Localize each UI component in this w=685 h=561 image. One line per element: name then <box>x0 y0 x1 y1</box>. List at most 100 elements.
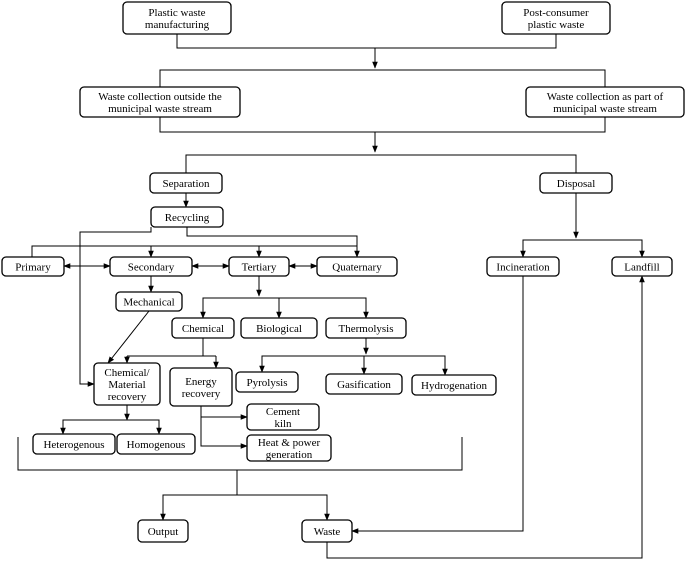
node-box <box>171 317 235 339</box>
node-label: Waste collection outside the <box>98 91 222 103</box>
node-box <box>611 256 673 277</box>
node-label: Incineration <box>496 262 550 274</box>
connector-line <box>202 297 367 318</box>
connector-line <box>200 406 248 449</box>
node-label: Chemical <box>182 323 224 335</box>
node-box <box>325 373 403 395</box>
node-mechanical: Mechanical <box>115 291 183 312</box>
node-label: Waste collection as part of <box>547 91 664 103</box>
node-label: Secondary <box>128 262 175 274</box>
node-box <box>325 317 407 339</box>
node-box <box>316 256 398 277</box>
node-biological: Biological <box>240 317 318 339</box>
node-label: recovery <box>108 391 147 403</box>
node-label: Heat & power <box>258 437 321 449</box>
node-label: Pyrolysis <box>247 377 288 389</box>
node-box <box>149 172 223 194</box>
node-label: kiln <box>274 418 292 430</box>
node-label: Recycling <box>165 212 210 224</box>
node-box <box>93 362 161 406</box>
node-label: Chemical/ <box>104 367 150 379</box>
node-secondary: Secondary <box>109 256 193 277</box>
connector-line <box>162 494 328 520</box>
node-homogenous: Homogenous <box>116 433 196 455</box>
connector-line <box>522 239 643 257</box>
node-box <box>240 317 318 339</box>
connector-line <box>107 310 150 364</box>
connector-line <box>79 227 152 387</box>
node-label: generation <box>266 449 313 461</box>
node-box <box>301 519 353 543</box>
connector-line <box>62 419 160 434</box>
node-label: Heterogenous <box>43 439 104 451</box>
node-heterogenous: Heterogenous <box>32 433 116 455</box>
node-box <box>539 172 613 194</box>
node-label: Homogenous <box>127 439 186 451</box>
node-label: recovery <box>182 388 221 400</box>
connector-line <box>186 227 360 258</box>
node-label: municipal waste stream <box>108 103 212 115</box>
node-incineration: Incineration <box>486 256 560 277</box>
node-disposal: Disposal <box>539 172 613 194</box>
node-label: municipal waste stream <box>553 103 657 115</box>
node-box <box>122 1 232 35</box>
node-label: Quaternary <box>332 262 382 274</box>
node-label: Plastic waste <box>148 7 205 19</box>
node-box <box>246 403 320 431</box>
node-gasification: Gasification <box>325 373 403 395</box>
node-output: Output <box>137 519 189 543</box>
node-label: manufacturing <box>145 19 210 31</box>
node-box <box>235 371 299 393</box>
node-box <box>79 86 241 118</box>
node-box <box>32 433 116 455</box>
node-waste: Waste <box>301 519 353 543</box>
node-label: Waste <box>314 526 341 538</box>
node-box <box>246 434 332 462</box>
node-label: Hydrogenation <box>421 380 487 392</box>
connector-line <box>159 117 606 133</box>
node-primary: Primary <box>1 256 65 277</box>
node-pyrolysis: Pyrolysis <box>235 371 299 393</box>
node-thermolysis: Thermolysis <box>325 317 407 339</box>
node-label: Thermolysis <box>339 323 394 335</box>
node-label: Energy <box>185 376 217 388</box>
node-chemical: Chemical <box>171 317 235 339</box>
node-box <box>116 433 196 455</box>
node-box <box>109 256 193 277</box>
node-label: Gasification <box>337 379 391 391</box>
node-box <box>137 519 189 543</box>
connector-lines <box>17 34 645 559</box>
node-box <box>525 86 685 118</box>
connector-line <box>185 154 577 173</box>
node-box <box>115 291 183 312</box>
node-box <box>411 374 497 396</box>
node-box <box>228 256 290 277</box>
connector-line <box>31 245 357 257</box>
node-label: Post-consumer <box>523 7 589 19</box>
node-label: Material <box>108 379 145 391</box>
node-hydrogenation: Hydrogenation <box>411 374 497 396</box>
node-box <box>486 256 560 277</box>
node-box <box>169 367 233 407</box>
node-label: Tertiary <box>242 262 277 274</box>
node-label: plastic waste <box>528 19 585 31</box>
node-landfill: Landfill <box>611 256 673 277</box>
node-quaternary: Quaternary <box>316 256 398 277</box>
node-box <box>150 206 224 228</box>
node-label: Mechanical <box>123 297 174 309</box>
node-label: Disposal <box>557 178 596 190</box>
node-label: Separation <box>162 178 210 190</box>
node-box <box>501 1 611 35</box>
node-label: Landfill <box>624 262 659 274</box>
connector-line <box>17 437 463 471</box>
